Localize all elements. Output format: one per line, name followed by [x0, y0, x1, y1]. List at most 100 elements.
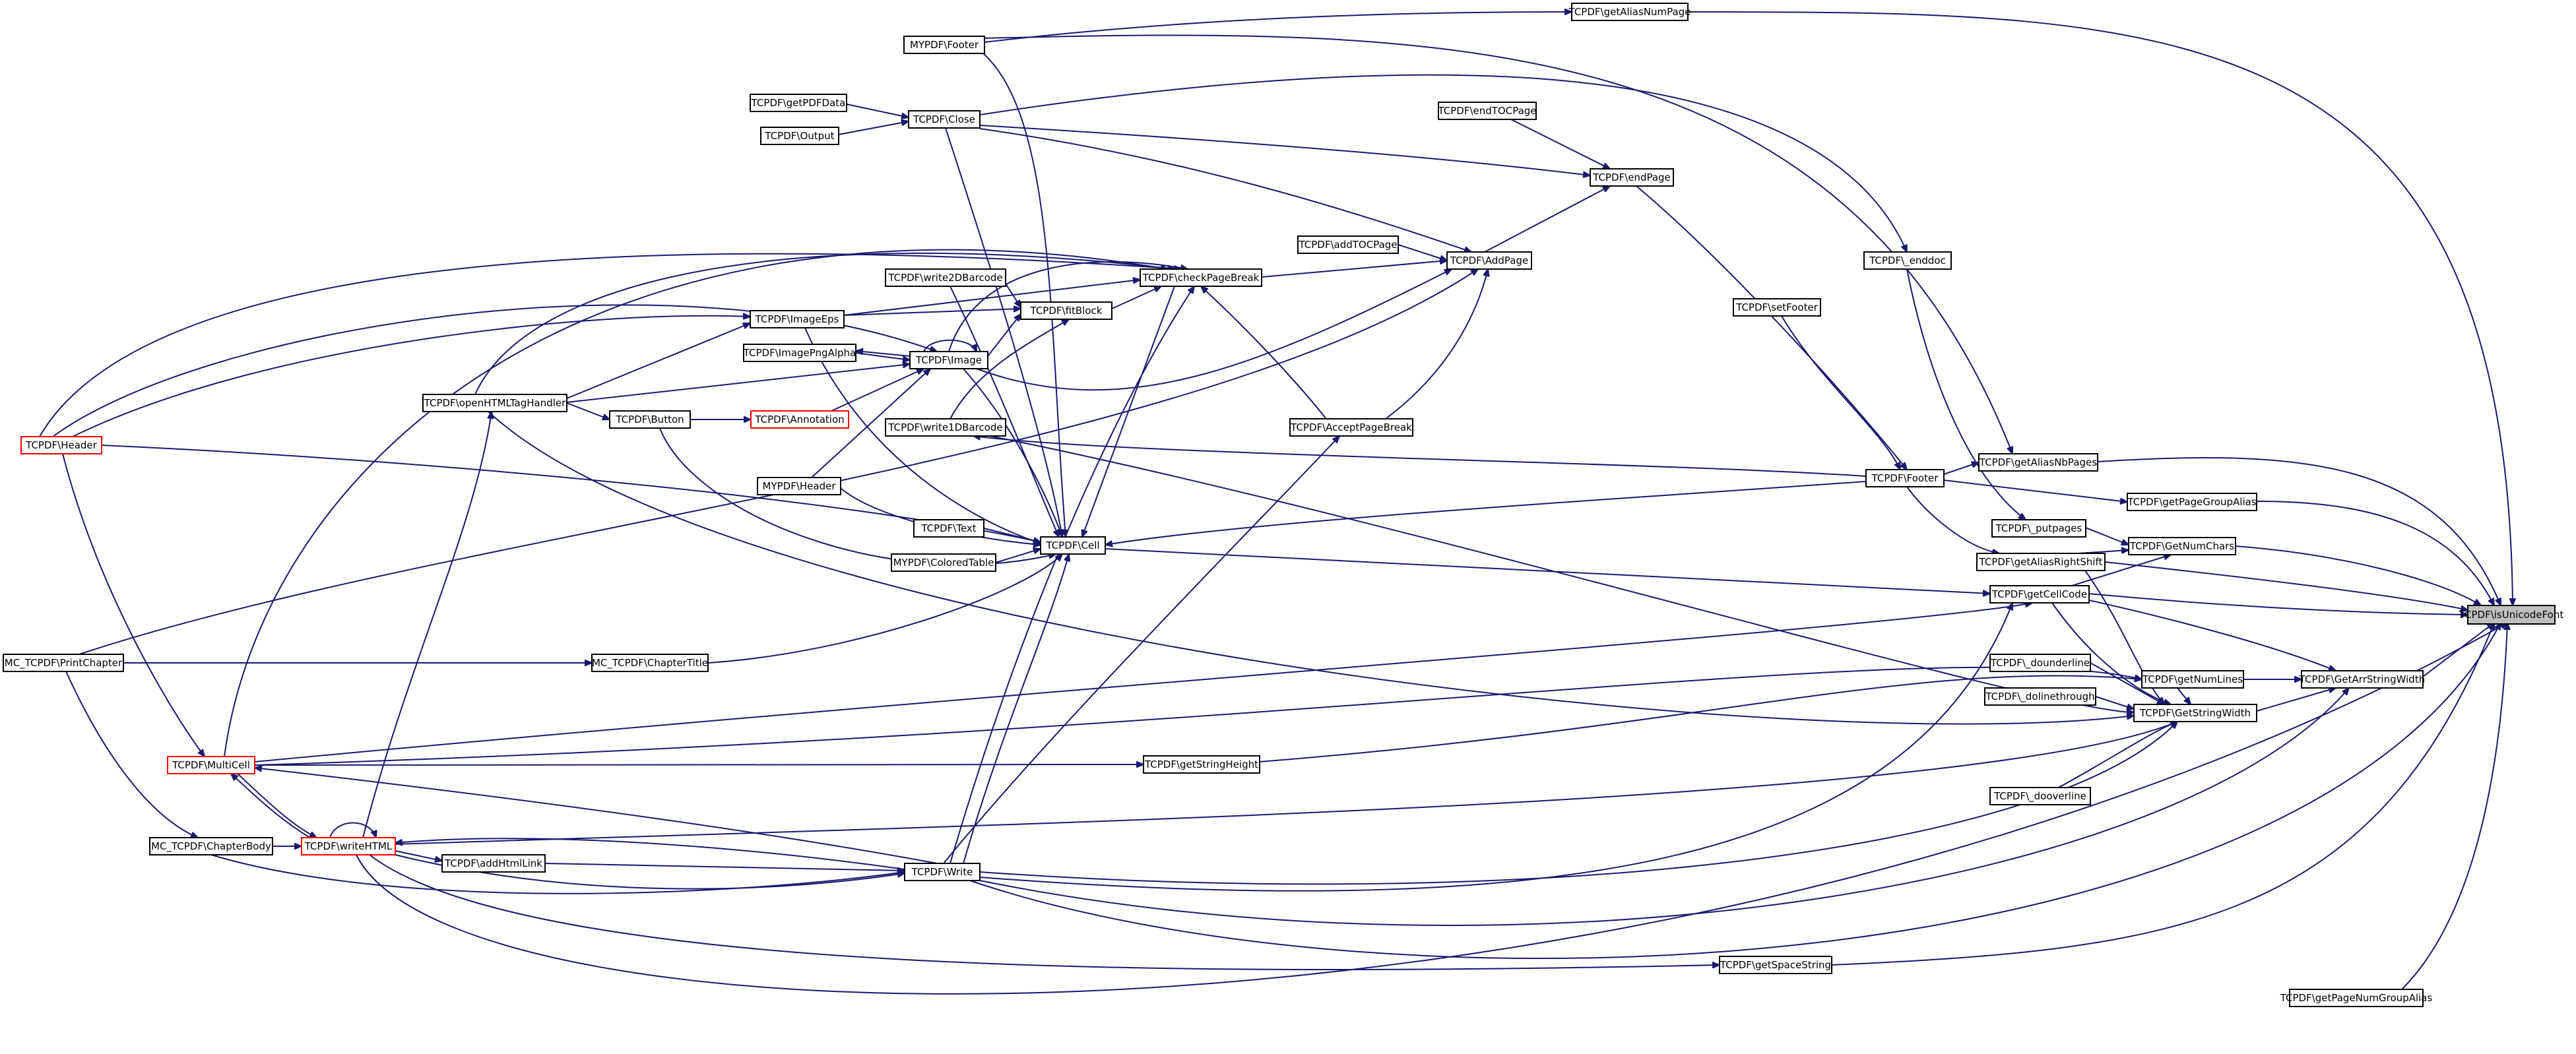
- node-getAliasNumPage[interactable]: TCPDF\getAliasNumPage: [1568, 3, 1691, 21]
- node-box[interactable]: [20, 436, 102, 454]
- node-chapterTitle[interactable]: MC_TCPDF\ChapterTitle: [591, 654, 709, 672]
- node-endPage[interactable]: TCPDF\endPage: [1590, 168, 1674, 187]
- node-box[interactable]: [2127, 493, 2257, 511]
- node-getArrStringWidth[interactable]: TCPDF\GetArrStringWidth: [2299, 670, 2425, 689]
- node-getAliasRightShift[interactable]: TCPDF\getAliasRightShift: [1976, 553, 2106, 571]
- node-getNumLines[interactable]: TCPDF\getNumLines: [2141, 670, 2244, 689]
- node-box[interactable]: [1571, 3, 1689, 21]
- node-annotation[interactable]: TCPDF\Annotation: [750, 410, 849, 429]
- node-getAliasNbPages[interactable]: TCPDF\getAliasNbPages: [1978, 453, 2098, 472]
- node-box[interactable]: [1140, 268, 1262, 287]
- node-getPageNumGroupAlias[interactable]: TCPDF\getPageNumGroupAlias: [2280, 989, 2433, 1007]
- node-box[interactable]: [750, 410, 849, 429]
- node-image[interactable]: TCPDF\Image: [909, 351, 988, 369]
- node-box[interactable]: [757, 477, 841, 495]
- node-box[interactable]: [2289, 989, 2424, 1007]
- node-box[interactable]: [1143, 755, 1260, 774]
- node-acceptPageBreak[interactable]: TCPDF\AcceptPageBreak: [1289, 418, 1413, 437]
- node-box[interactable]: [1984, 687, 2096, 706]
- node-box[interactable]: [1020, 301, 1112, 320]
- node-box[interactable]: [1297, 235, 1399, 254]
- node-box[interactable]: [1989, 654, 2091, 672]
- node-box[interactable]: [167, 756, 255, 774]
- node-box[interactable]: [149, 837, 273, 855]
- node-dooverline[interactable]: TCPDF\_dooverline: [1989, 787, 2091, 805]
- node-box[interactable]: [1991, 519, 2086, 538]
- node-printChapter[interactable]: MC_TCPDF\PrintChapter: [3, 654, 124, 672]
- node-write[interactable]: TCPDF\Write: [904, 863, 981, 881]
- node-write1DBarcode[interactable]: TCPDF\write1DBarcode: [885, 418, 1006, 437]
- node-box[interactable]: [2301, 670, 2424, 689]
- node-box[interactable]: [3, 654, 124, 672]
- node-setFooter[interactable]: TCPDF\setFooter: [1733, 298, 1821, 317]
- node-getStringHeight[interactable]: TCPDF\getStringHeight: [1143, 755, 1260, 774]
- node-fitBlock[interactable]: TCPDF\fitBlock: [1020, 301, 1112, 320]
- node-getPDFData[interactable]: TCPDF\getPDFData: [750, 94, 847, 112]
- node-box[interactable]: [1438, 102, 1537, 120]
- node-box[interactable]: [743, 344, 856, 362]
- node-close[interactable]: TCPDF\Close: [908, 110, 981, 129]
- node-cell[interactable]: TCPDF\Cell: [1040, 536, 1106, 555]
- node-text[interactable]: TCPDF\Text: [913, 519, 984, 538]
- node-addPage[interactable]: TCPDF\AddPage: [1446, 251, 1532, 270]
- node-box[interactable]: [422, 394, 567, 412]
- node-enddoc[interactable]: TCPDF\_enddoc: [1863, 251, 1952, 270]
- node-putpages[interactable]: TCPDF\_putpages: [1991, 519, 2086, 538]
- node-writeHTML[interactable]: TCPDF\writeHTML: [301, 837, 396, 855]
- node-openHTMLTagHandler[interactable]: TCPDF\openHTMLTagHandler: [422, 394, 567, 412]
- node-box[interactable]: [301, 837, 396, 855]
- node-getSpaceString[interactable]: TCPDF\getSpaceString: [1719, 956, 1832, 974]
- node-isUnicodeFont[interactable]: TCPDF\isUnicodeFont: [2459, 605, 2564, 625]
- node-box[interactable]: [1590, 168, 1674, 187]
- node-multiCell[interactable]: TCPDF\MultiCell: [167, 756, 255, 774]
- node-button[interactable]: TCPDF\Button: [609, 410, 691, 429]
- node-box[interactable]: [891, 553, 996, 572]
- node-box[interactable]: [2467, 605, 2556, 625]
- node-endTOCPage[interactable]: TCPDF\endTOCPage: [1437, 102, 1537, 120]
- node-addTOCPage[interactable]: TCPDF\addTOCPage: [1297, 235, 1399, 254]
- node-getStringWidth[interactable]: TCPDF\GetStringWidth: [2133, 704, 2257, 722]
- node-myHeader[interactable]: MYPDF\Header: [757, 477, 841, 495]
- node-footer[interactable]: TCPDF\Footer: [1865, 469, 1945, 487]
- node-box[interactable]: [1289, 418, 1413, 437]
- node-box[interactable]: [904, 863, 981, 881]
- node-imagePngAlpha[interactable]: TCPDF\ImagePngAlpha: [743, 344, 856, 362]
- node-box[interactable]: [908, 110, 981, 129]
- node-box[interactable]: [913, 519, 984, 538]
- node-box[interactable]: [2141, 670, 2244, 689]
- node-box[interactable]: [885, 268, 1006, 287]
- node-imageEps[interactable]: TCPDF\ImageEps: [750, 310, 845, 328]
- node-box[interactable]: [750, 94, 847, 112]
- node-getNumChars[interactable]: TCPDF\GetNumChars: [2128, 537, 2236, 555]
- node-box[interactable]: [441, 854, 546, 873]
- node-myFooterTop[interactable]: MYPDF\Footer: [903, 36, 985, 54]
- node-box[interactable]: [1976, 553, 2106, 571]
- node-getCellCode[interactable]: TCPDF\getCellCode: [1989, 585, 2090, 604]
- node-box[interactable]: [760, 127, 839, 145]
- node-box[interactable]: [885, 418, 1006, 437]
- node-dounderline[interactable]: TCPDF\_dounderline: [1989, 654, 2091, 672]
- node-coloredTable[interactable]: MYPDF\ColoredTable: [891, 553, 996, 572]
- node-checkPageBreak[interactable]: TCPDF\checkPageBreak: [1140, 268, 1262, 287]
- node-write2DBarcode[interactable]: TCPDF\write2DBarcode: [885, 268, 1006, 287]
- node-box[interactable]: [2133, 704, 2257, 722]
- node-box[interactable]: [1863, 251, 1952, 270]
- node-box[interactable]: [2128, 537, 2236, 555]
- node-box[interactable]: [1040, 536, 1106, 555]
- node-box[interactable]: [909, 351, 988, 369]
- node-box[interactable]: [609, 410, 691, 429]
- node-box[interactable]: [750, 310, 845, 328]
- node-box[interactable]: [1978, 453, 2098, 472]
- node-box[interactable]: [1989, 787, 2091, 805]
- node-box[interactable]: [1865, 469, 1945, 487]
- node-dolinethrough[interactable]: TCPDF\_dolinethrough: [1984, 687, 2096, 706]
- node-box[interactable]: [1989, 585, 2090, 604]
- node-box[interactable]: [1733, 298, 1821, 317]
- node-output[interactable]: TCPDF\Output: [760, 127, 839, 145]
- node-box[interactable]: [591, 654, 709, 672]
- node-header[interactable]: TCPDF\Header: [20, 436, 102, 454]
- node-box[interactable]: [903, 36, 985, 54]
- node-box[interactable]: [1446, 251, 1532, 270]
- node-chapterBody[interactable]: MC_TCPDF\ChapterBody: [149, 837, 273, 855]
- node-addHtmlLink[interactable]: TCPDF\addHtmlLink: [441, 854, 546, 873]
